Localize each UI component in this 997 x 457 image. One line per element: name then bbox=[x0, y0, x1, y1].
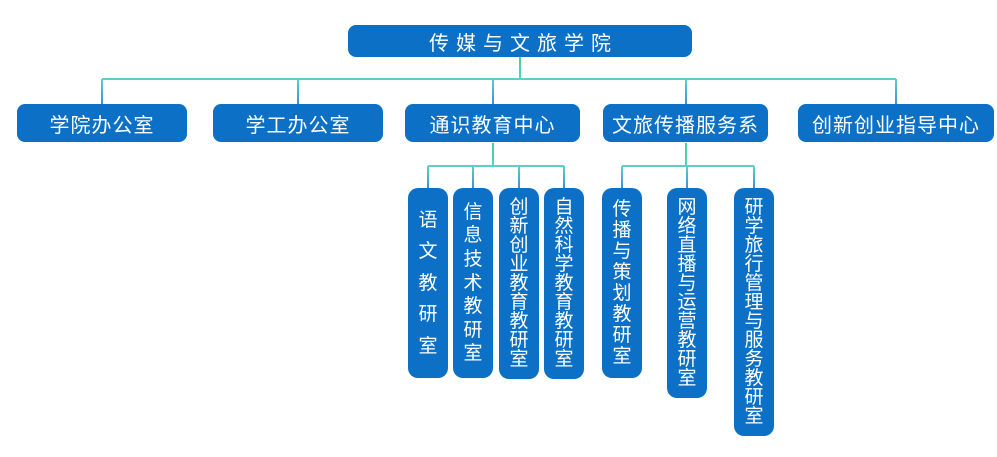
org-node-general-education-center[interactable]: 通识教育中心 bbox=[405, 104, 580, 142]
org-node-it-teaching-office[interactable]: 信息技术教研室 bbox=[453, 188, 493, 378]
org-node-chinese-teaching-office[interactable]: 语文教研室 bbox=[408, 188, 448, 378]
tree-edges-level1 bbox=[101, 57, 897, 105]
org-node-cultural-tourism-dept[interactable]: 文旅传播服务系 bbox=[603, 104, 768, 142]
org-node-communication-planning-office[interactable]: 传播与策划教研室 bbox=[602, 188, 642, 378]
tree-edges-cultural-tourism bbox=[621, 143, 755, 189]
org-node-innovation-education-office[interactable]: 创新创业教育教研室 bbox=[499, 188, 539, 379]
org-node-study-travel-office[interactable]: 研学旅行管理与服务教研室 bbox=[734, 188, 774, 436]
org-node-innovation-guidance-center[interactable]: 创新创业指导中心 bbox=[798, 104, 994, 142]
org-node-natural-science-office[interactable]: 自然科学教育教研室 bbox=[544, 188, 584, 379]
tree-edges-general-education bbox=[427, 143, 565, 189]
org-node-college-office[interactable]: 学院办公室 bbox=[17, 104, 187, 142]
org-node-root[interactable]: 传媒与文旅学院 bbox=[348, 25, 692, 57]
org-node-live-streaming-office[interactable]: 网络直播与运营教研室 bbox=[667, 188, 707, 398]
org-node-student-affairs-office[interactable]: 学工办公室 bbox=[213, 104, 383, 142]
